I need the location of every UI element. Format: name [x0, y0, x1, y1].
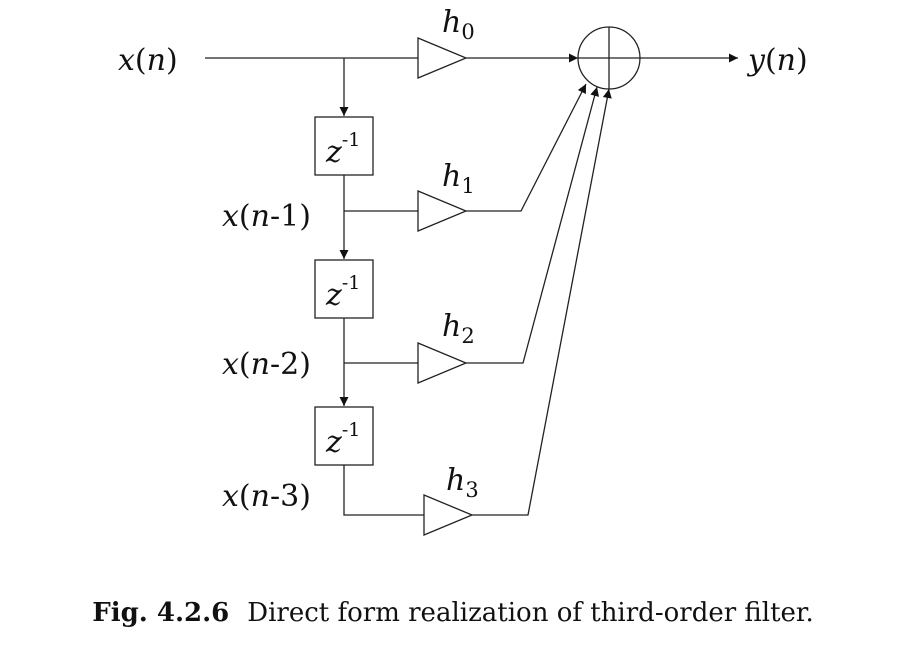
figure-number: Fig. 4.2.6	[92, 598, 230, 628]
gain-h3-triangle	[423, 494, 474, 536]
gain-h3-label: h3	[446, 463, 479, 502]
gain-h0-triangle	[417, 37, 468, 79]
tap-3-line	[343, 465, 424, 516]
h3-to-sum-arrow	[472, 88, 612, 516]
h2-to-sum-arrow	[466, 86, 600, 364]
figure-caption: Fig. 4.2.6 Direct form realization of thi…	[0, 598, 906, 628]
gain-h0-label: h0	[442, 5, 475, 44]
delay-block-1-label: z-1	[325, 129, 360, 170]
tap-3-signal-label: x(n-3)	[222, 479, 311, 514]
output-label: y(n)	[746, 43, 808, 78]
figure-caption-text: Direct form realization of third-order f…	[247, 598, 814, 628]
tap-1-signal-label: x(n-1)	[222, 199, 311, 234]
gain-h1-label: h1	[442, 159, 475, 198]
gain-h2-label: h2	[442, 309, 475, 348]
gain-h1-triangle	[417, 190, 468, 232]
h1-to-sum-arrow	[466, 83, 587, 212]
input-label: x(n)	[118, 43, 178, 78]
gain-h2-triangle	[417, 342, 468, 384]
delay-block-2-label: z-1	[325, 272, 360, 313]
tap-2-signal-label: x(n-2)	[222, 347, 311, 382]
delay-block-3-label: z-1	[325, 419, 360, 460]
